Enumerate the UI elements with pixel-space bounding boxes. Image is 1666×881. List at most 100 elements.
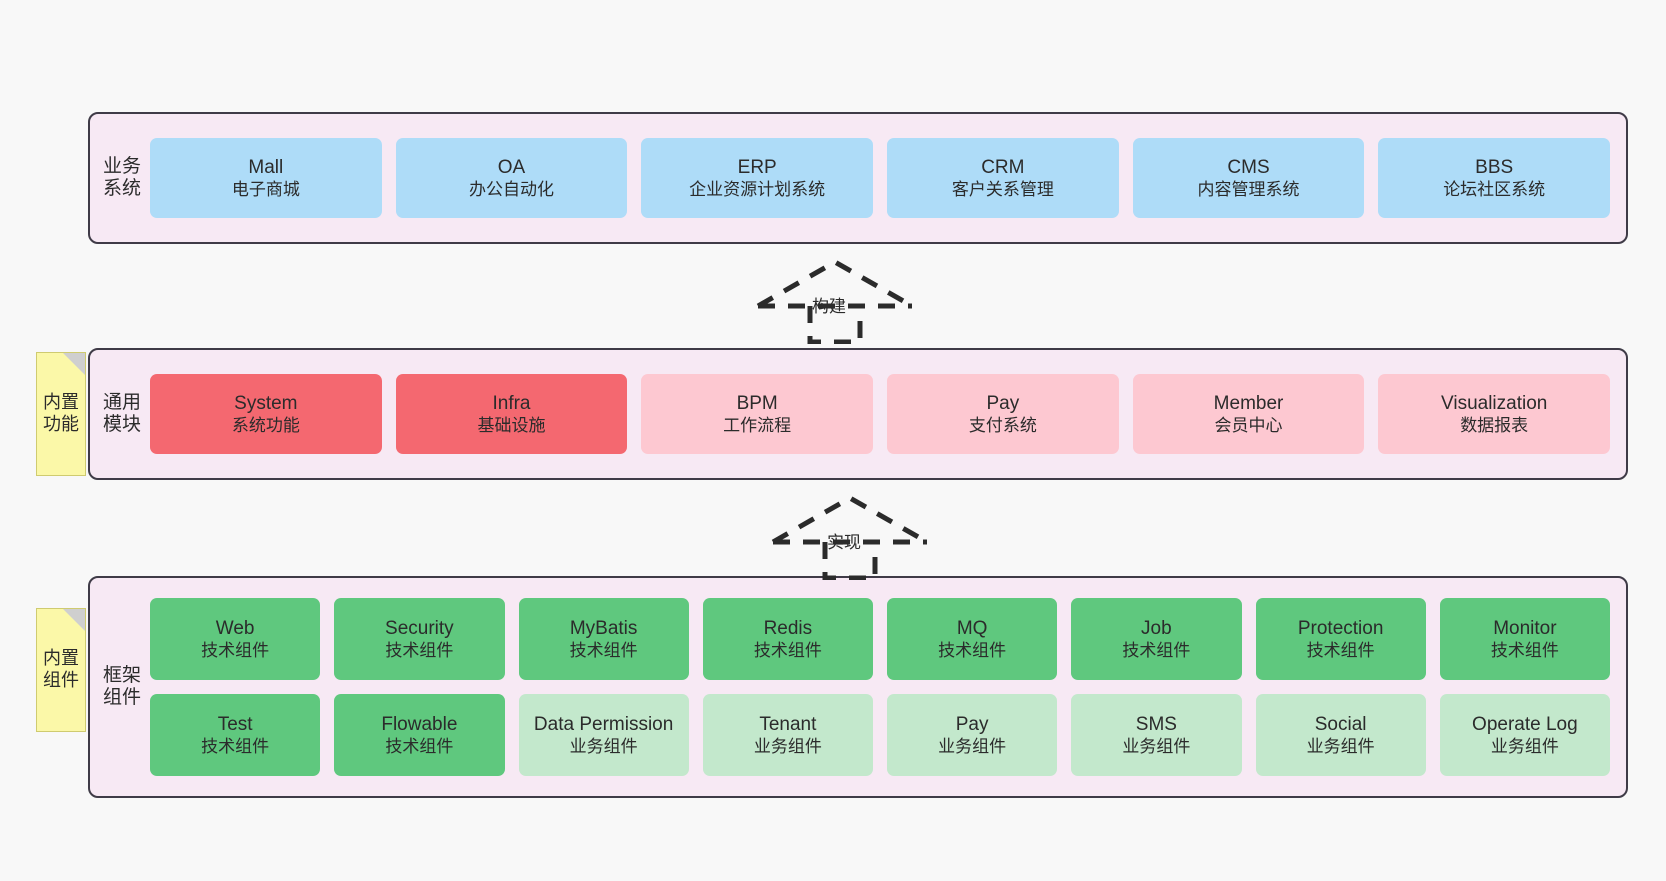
framework-node-row-tech: Web 技术组件 Security 技术组件 MyBatis 技术组件 Redi… [150, 598, 1610, 680]
node-title-cn: 数据报表 [1460, 416, 1529, 436]
framework-node-row-business: Test 技术组件 Flowable 技术组件 Data Permission … [150, 694, 1610, 776]
arrow-label-build: 构建 [812, 297, 846, 316]
node-title-cn: 业务组件 [938, 737, 1007, 757]
node-title-en: Redis [763, 617, 813, 639]
node-title-cn: 会员中心 [1214, 416, 1283, 436]
node-title-cn: 技术组件 [1122, 641, 1191, 661]
node-title-en: CRM [981, 156, 1025, 178]
business-node-grid: Mall 电子商城 OA 办公自动化 ERP 企业资源计划系统 CRM 客户关系… [142, 138, 1626, 218]
arrow-implement-glyph [771, 495, 929, 581]
node-title-cn: 工作流程 [723, 416, 792, 436]
node-mall[interactable]: Mall 电子商城 [150, 138, 382, 218]
node-title-cn: 基础设施 [477, 416, 546, 436]
node-title-cn: 技术组件 [385, 737, 454, 757]
node-test[interactable]: Test 技术组件 [150, 694, 321, 776]
node-title-en: Job [1141, 617, 1172, 639]
node-title-en: Mall [248, 156, 284, 178]
node-title-cn: 技术组件 [385, 641, 454, 661]
sticky-note-label: 内置功能 [43, 392, 79, 434]
node-mq[interactable]: MQ 技术组件 [887, 598, 1058, 680]
node-member[interactable]: Member 会员中心 [1132, 374, 1365, 454]
node-erp[interactable]: ERP 企业资源计划系统 [641, 138, 874, 218]
node-title-en: System [234, 392, 298, 414]
framework-node-grid: Web 技术组件 Security 技术组件 MyBatis 技术组件 Redi… [142, 598, 1626, 776]
node-title-en: Infra [492, 392, 531, 414]
node-monitor[interactable]: Monitor 技术组件 [1439, 598, 1610, 680]
common-node-grid: System 系统功能 Infra 基础设施 BPM 工作流程 Pay 支付系统… [142, 374, 1626, 454]
node-title-cn: 业务组件 [753, 737, 822, 757]
node-title-cn: 系统功能 [231, 416, 300, 436]
node-title-en: MyBatis [569, 617, 638, 639]
node-title-cn: 办公自动化 [469, 180, 554, 200]
node-data-permission[interactable]: Data Permission 业务组件 [518, 694, 689, 776]
node-title-cn: 支付系统 [968, 416, 1037, 436]
business-node-row: Mall 电子商城 OA 办公自动化 ERP 企业资源计划系统 CRM 客户关系… [150, 138, 1611, 218]
node-pay-component[interactable]: Pay 业务组件 [887, 694, 1058, 776]
sticky-note-builtin-function: 内置功能 [36, 352, 86, 476]
node-title-cn: 内容管理系统 [1197, 180, 1300, 200]
node-title-cn: 电子商城 [231, 180, 300, 200]
node-title-cn: 业务组件 [1490, 737, 1559, 757]
node-title-cn: 论坛社区系统 [1443, 180, 1546, 200]
generalization-arrow-build: 构建 [750, 256, 920, 345]
common-node-row: System 系统功能 Infra 基础设施 BPM 工作流程 Pay 支付系统… [150, 374, 1611, 454]
node-bpm[interactable]: BPM 工作流程 [641, 374, 874, 454]
node-cms[interactable]: CMS 内容管理系统 [1132, 138, 1365, 218]
page-fold-icon [63, 609, 85, 631]
node-title-cn: 技术组件 [753, 641, 822, 661]
node-system[interactable]: System 系统功能 [150, 374, 382, 454]
arrow-build-glyph [756, 259, 914, 345]
layer-title-common: 通用模块 [102, 391, 141, 435]
node-oa[interactable]: OA 办公自动化 [395, 138, 628, 218]
node-tenant[interactable]: Tenant 业务组件 [702, 694, 873, 776]
layer-common-module: 通用模块 System 系统功能 Infra 基础设施 BPM 工作流程 Pay… [88, 348, 1628, 480]
node-title-cn: 技术组件 [569, 641, 638, 661]
node-title-en: Monitor [1493, 617, 1557, 639]
node-flowable[interactable]: Flowable 技术组件 [334, 694, 505, 776]
layer-title-business: 业务系统 [102, 155, 141, 199]
node-web[interactable]: Web 技术组件 [150, 598, 321, 680]
arrow-label-implement: 实现 [827, 533, 861, 552]
node-title-en: Pay [955, 713, 989, 735]
node-title-en: Visualization [1441, 392, 1548, 414]
generalization-arrow-implement: 实现 [765, 492, 935, 581]
node-operate-log[interactable]: Operate Log 业务组件 [1439, 694, 1610, 776]
node-title-en: CMS [1227, 156, 1270, 178]
node-security[interactable]: Security 技术组件 [334, 598, 505, 680]
node-title-en: Operate Log [1472, 713, 1578, 735]
node-title-en: OA [497, 156, 526, 178]
layer-business-system: 业务系统 Mall 电子商城 OA 办公自动化 ERP 企业资源计划系统 CRM… [88, 112, 1628, 244]
node-visualization[interactable]: Visualization 数据报表 [1378, 374, 1611, 454]
node-title-en: Test [217, 713, 253, 735]
node-sms[interactable]: SMS 业务组件 [1071, 694, 1242, 776]
sticky-note-label: 内置组件 [43, 648, 79, 690]
node-protection[interactable]: Protection 技术组件 [1255, 598, 1426, 680]
node-title-en: ERP [737, 156, 777, 178]
node-title-cn: 业务组件 [569, 737, 638, 757]
node-title-en: Tenant [759, 713, 817, 735]
node-title-cn: 企业资源计划系统 [689, 180, 826, 200]
node-title-en: Protection [1297, 617, 1384, 639]
node-title-cn: 业务组件 [1122, 737, 1191, 757]
sticky-note-builtin-component: 内置组件 [36, 608, 86, 732]
node-title-cn: 技术组件 [201, 641, 270, 661]
node-infra[interactable]: Infra 基础设施 [395, 374, 628, 454]
node-title-en: Security [385, 617, 454, 639]
node-title-en: BBS [1475, 156, 1514, 178]
node-title-en: Web [215, 617, 255, 639]
node-title-en: Pay [986, 392, 1020, 414]
node-title-cn: 技术组件 [938, 641, 1007, 661]
node-social[interactable]: Social 业务组件 [1255, 694, 1426, 776]
node-mybatis[interactable]: MyBatis 技术组件 [518, 598, 689, 680]
node-pay-module[interactable]: Pay 支付系统 [887, 374, 1119, 454]
node-crm[interactable]: CRM 客户关系管理 [887, 138, 1119, 218]
node-title-en: SMS [1135, 713, 1177, 735]
node-job[interactable]: Job 技术组件 [1071, 598, 1242, 680]
node-redis[interactable]: Redis 技术组件 [702, 598, 873, 680]
layer-title-framework: 框架组件 [102, 664, 141, 708]
node-title-en: BPM [736, 392, 778, 414]
node-title-en: MQ [956, 617, 988, 639]
node-bbs[interactable]: BBS 论坛社区系统 [1378, 138, 1611, 218]
layer-framework-component: 框架组件 Web 技术组件 Security 技术组件 MyBatis 技术组件… [88, 576, 1628, 798]
